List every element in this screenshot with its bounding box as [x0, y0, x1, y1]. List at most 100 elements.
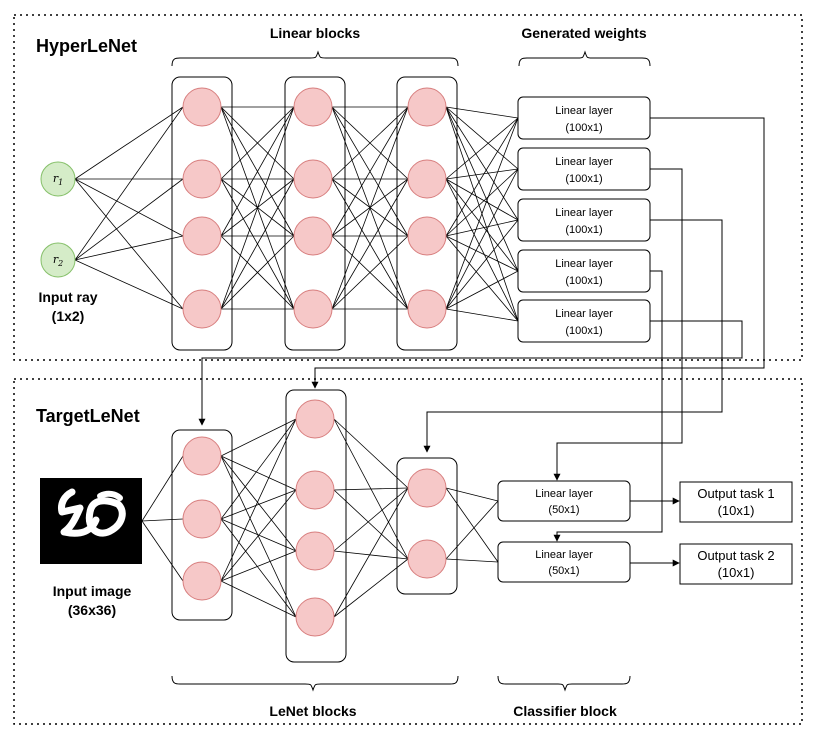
classifier-connection: [445, 487, 499, 502]
output-box: [679, 543, 793, 585]
layer-block: [284, 76, 346, 351]
weight-connection: [445, 117, 519, 237]
weight-layer-box: [517, 299, 651, 343]
neuron: [182, 561, 222, 601]
weight-connection: [445, 106, 519, 272]
output-shape: (10x1): [718, 503, 755, 518]
lenet-connection: [220, 489, 297, 520]
classifier-layer-box: [497, 480, 631, 522]
classifier-layer-name: Linear layer: [535, 488, 593, 500]
weight-connection: [445, 106, 519, 221]
input-connection: [74, 106, 184, 261]
hyper-title: HyperLeNet: [36, 36, 137, 56]
image-connection: [141, 520, 184, 582]
weight-layer-shape: (100x1): [565, 224, 602, 236]
neuron: [293, 216, 333, 256]
weight-layer-shape: (100x1): [565, 173, 602, 185]
weight-connection: [445, 168, 519, 237]
input-connection: [74, 235, 184, 261]
neuron: [293, 87, 333, 127]
weight-layer-name: Linear layer: [555, 308, 613, 320]
weight-wire: [198, 320, 743, 426]
lenet-connection: [220, 455, 297, 552]
neuron: [295, 531, 335, 571]
lenet-connection: [220, 418, 297, 520]
hidden-connection: [220, 106, 295, 180]
output-box: [679, 481, 793, 523]
neuron: [407, 216, 447, 256]
weight-layer-name: Linear layer: [555, 207, 613, 219]
classifier-block-label: Classifier block: [513, 703, 617, 719]
weight-connection: [445, 117, 519, 310]
input-image: [40, 478, 142, 564]
neuron: [293, 289, 333, 329]
weight-wire: [553, 168, 683, 481]
weight-layer-name: Linear layer: [555, 105, 613, 117]
input-connection: [74, 106, 184, 180]
weight-connection: [445, 117, 519, 180]
hyper-section-frame: [13, 14, 803, 361]
weight-connection: [445, 178, 519, 322]
weight-connection: [445, 235, 519, 272]
target-section-frame: [13, 378, 803, 725]
input-connection: [74, 178, 184, 310]
weight-connection: [445, 308, 519, 322]
hidden-connection: [220, 235, 295, 310]
weight-layer-box: [517, 147, 651, 191]
layer-blocks: [171, 76, 458, 663]
lenet-connection: [220, 489, 297, 582]
lenet-connection: [220, 580, 297, 618]
neuron: [407, 468, 447, 508]
target-title: TargetLeNet: [36, 406, 140, 426]
input-r1-symbol: r1: [53, 172, 63, 187]
hidden-connection: [220, 106, 295, 310]
neuron: [182, 289, 222, 329]
weight-wire: [553, 270, 663, 542]
neuron: [295, 597, 335, 637]
image-connection: [141, 518, 184, 522]
generated-weights-label: Generated weights: [521, 25, 646, 41]
lenet-connection: [220, 455, 297, 491]
neuron: [407, 289, 447, 329]
weight-layer-box: [517, 96, 651, 140]
neuron: [182, 499, 222, 539]
classifier-connection: [445, 500, 499, 560]
neuron: [295, 470, 335, 510]
weight-layer-name: Linear layer: [555, 258, 613, 270]
input-connection: [74, 178, 184, 237]
input-image-shape: (36x36): [68, 602, 116, 618]
input-ray-label: Input ray: [38, 289, 97, 305]
weight-wire: [311, 117, 765, 389]
input-connection: [74, 178, 184, 261]
lenet-connection: [220, 550, 297, 582]
lenet-connection: [220, 418, 297, 457]
neuron: [407, 87, 447, 127]
classifier-layers: Linear layer (50x1) Linear layer (50x1): [497, 480, 631, 583]
neurons: [40, 87, 447, 637]
classifier-layer-name: Linear layer: [535, 549, 593, 561]
neuron: [293, 159, 333, 199]
neuron: [295, 399, 335, 439]
classifier-layer-shape: (50x1): [548, 504, 579, 516]
input-connection: [74, 259, 184, 310]
brace-generated-weights: [518, 50, 651, 67]
weight-connection: [445, 168, 519, 180]
input-image-label: Input image: [53, 583, 132, 599]
output-name: Output task 1: [697, 486, 774, 501]
linear-blocks-label: Linear blocks: [270, 25, 360, 41]
classifier-connection: [445, 558, 499, 563]
weight-connection: [445, 219, 519, 310]
hidden-connection: [220, 106, 295, 237]
neuron: [182, 87, 222, 127]
image-connection: [141, 455, 184, 522]
weight-connection: [445, 235, 519, 322]
weight-connection: [445, 106, 519, 119]
neuron: [182, 159, 222, 199]
outputs: Output task 1 (10x1) Output task 2 (10x1…: [679, 481, 793, 585]
weight-wires: [198, 117, 765, 567]
weight-layer-shape: (100x1): [565, 122, 602, 134]
lenet-connection: [220, 455, 297, 618]
layer-block: [285, 389, 347, 663]
weight-layer-box: [517, 198, 651, 242]
